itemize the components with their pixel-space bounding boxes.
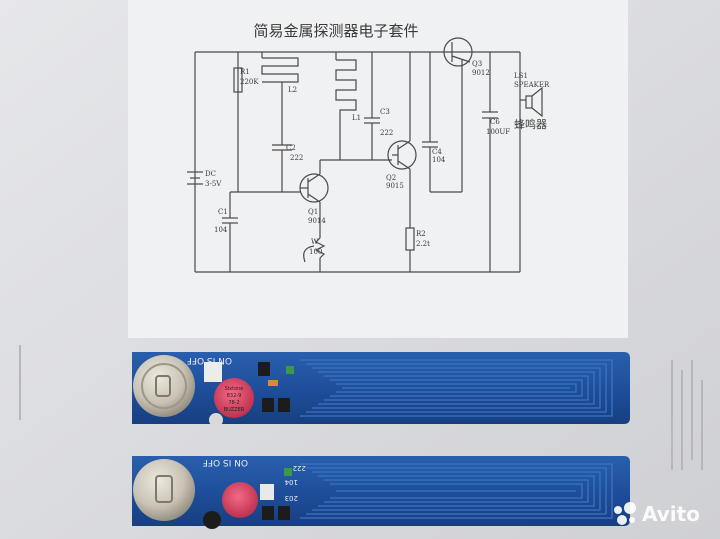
component-bottom-white xyxy=(260,484,274,500)
label-q3: Q3 xyxy=(472,60,482,68)
pcb-board-bottom: ON IS OFF 222 104 203 xyxy=(132,456,630,529)
label-dc: DC xyxy=(205,170,216,178)
label-c2: C2 xyxy=(286,144,296,152)
label-dc-value: 3-5V xyxy=(205,180,222,188)
svg-text:832-9: 832-9 xyxy=(227,393,242,399)
svg-text:Slxtone: Slxtone xyxy=(225,386,244,392)
paper xyxy=(128,0,628,338)
label-w: W xyxy=(311,238,319,246)
watermark-text: Avito xyxy=(642,502,700,526)
pcb-top-coil xyxy=(300,359,613,417)
label-buzzer: 蜂鸣器 xyxy=(514,117,547,131)
label-r2: R2 xyxy=(416,230,426,238)
marking-bottom-1: 222 xyxy=(293,464,306,472)
label-ls1: LS1 xyxy=(514,72,528,80)
label-c1: C1 xyxy=(218,208,228,216)
label-ls1-value: SPEAKER xyxy=(514,81,550,89)
switch-top xyxy=(204,362,222,382)
switch-label-top: ON IS OFF xyxy=(187,355,232,365)
capacitor-bottom xyxy=(284,468,292,476)
schematic-wires xyxy=(187,37,543,273)
avito-logo-icon xyxy=(614,506,622,514)
schematic-title: 简易金属探测器电子套件 xyxy=(253,22,418,40)
label-c3-value: 222 xyxy=(380,129,393,137)
label-q1: Q1 xyxy=(308,208,318,216)
label-q2: Q2 xyxy=(386,174,396,182)
pcb-board-top: ON IS OFF Slxtone 832-9 78-2 BUZZER xyxy=(132,352,630,427)
label-c2-value: 222 xyxy=(290,154,303,162)
battery-holder-bottom xyxy=(133,459,195,521)
resistor-top xyxy=(268,380,278,386)
label-r1: R1 xyxy=(240,68,250,76)
trimmer-top xyxy=(209,413,223,427)
capacitor-top xyxy=(286,366,294,374)
svg-text:78-2: 78-2 xyxy=(228,400,239,406)
trimmer-bottom xyxy=(203,511,221,529)
pcb-bottom-coil xyxy=(300,463,613,519)
label-c6-value: 100UF xyxy=(486,128,510,136)
label-r2-value: 2.2t xyxy=(416,240,430,248)
transistor-bottom-2 xyxy=(278,506,290,520)
label-c6: C6 xyxy=(490,118,500,126)
schematic-sheet: 简易金属探测器电子套件 R1 220K L2 C2 222 DC 3-5V C1… xyxy=(128,0,628,338)
transistor-top-2 xyxy=(262,398,274,412)
label-q2-value: 9015 xyxy=(386,182,404,190)
transistor-top-3 xyxy=(278,398,290,412)
label-c4-value: 104 xyxy=(432,156,446,164)
label-c3: C3 xyxy=(380,108,390,116)
label-q1-value: 9014 xyxy=(308,217,326,225)
underlying-page-text xyxy=(19,345,703,470)
switch-label-bottom: ON IS OFF xyxy=(203,457,248,467)
label-c4: C4 xyxy=(432,148,442,156)
svg-text:BUZZER: BUZZER xyxy=(224,407,245,413)
label-w-value: 100 xyxy=(309,248,322,256)
label-l2: L2 xyxy=(288,86,297,94)
label-c1-value: 104 xyxy=(214,226,228,234)
marking-bottom-3: 203 xyxy=(285,494,298,502)
buzzer-top xyxy=(214,378,254,418)
label-r1-value: 220K xyxy=(240,78,259,86)
label-q3-value: 9012 xyxy=(472,69,490,77)
marking-bottom-2: 104 xyxy=(284,478,298,486)
buzzer-bottom xyxy=(222,482,258,518)
transistor-bottom-1 xyxy=(262,506,274,520)
watermark: Avito xyxy=(614,502,700,526)
label-l1: L1 xyxy=(352,114,361,122)
transistor-top-1 xyxy=(258,362,270,376)
